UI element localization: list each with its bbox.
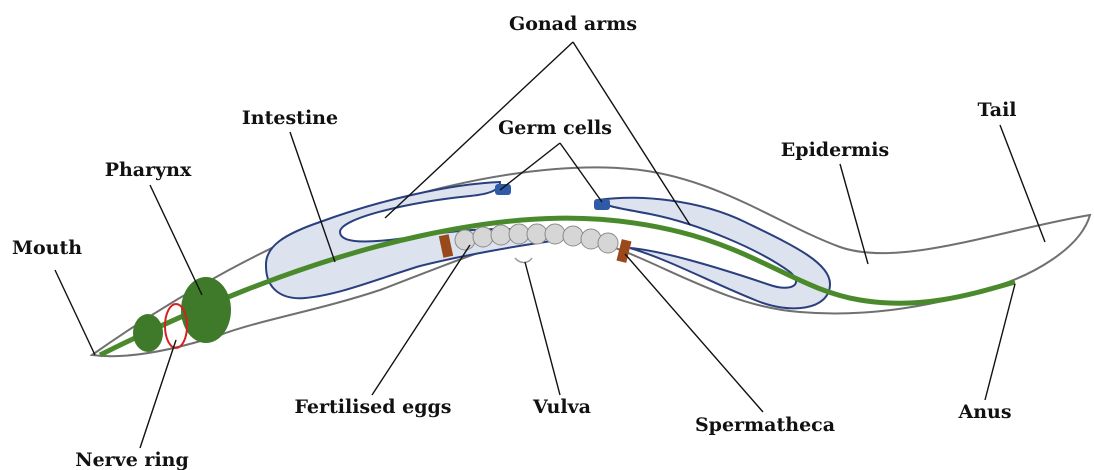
label-vulva: Vulva — [532, 396, 591, 418]
label-tail: Tail — [977, 99, 1016, 121]
egg — [473, 227, 493, 247]
egg — [598, 233, 618, 253]
worm-body — [92, 167, 1090, 356]
germ-cell-posterior — [594, 199, 610, 210]
label-pharynx: Pharynx — [105, 159, 192, 181]
egg — [527, 224, 547, 244]
leader-anus — [985, 284, 1015, 400]
leader-nerve-ring — [140, 340, 176, 448]
germ-cell-anterior — [495, 184, 511, 195]
label-intestine: Intestine — [242, 107, 338, 129]
leader-tail — [1000, 125, 1045, 242]
pharynx-terminal-bulb — [181, 277, 231, 343]
leader-mouth — [55, 270, 95, 355]
egg — [455, 230, 475, 250]
leader-vulva — [525, 262, 560, 395]
label-gonad-arms: Gonad arms — [509, 13, 637, 35]
egg — [563, 226, 583, 246]
egg — [491, 225, 511, 245]
label-mouth: Mouth — [12, 237, 82, 259]
vulva-opening — [515, 258, 532, 263]
egg — [509, 224, 529, 244]
label-epidermis: Epidermis — [781, 139, 889, 161]
label-nerve-ring: Nerve ring — [75, 449, 189, 470]
label-germ-cells: Germ cells — [498, 117, 612, 139]
egg — [545, 224, 565, 244]
label-fertilised-eggs: Fertilised eggs — [294, 396, 451, 418]
pharynx-anterior-bulb — [133, 314, 163, 352]
label-spermatheca: Spermatheca — [695, 414, 835, 436]
label-anus: Anus — [957, 401, 1011, 423]
leader-pharynx — [150, 185, 202, 295]
